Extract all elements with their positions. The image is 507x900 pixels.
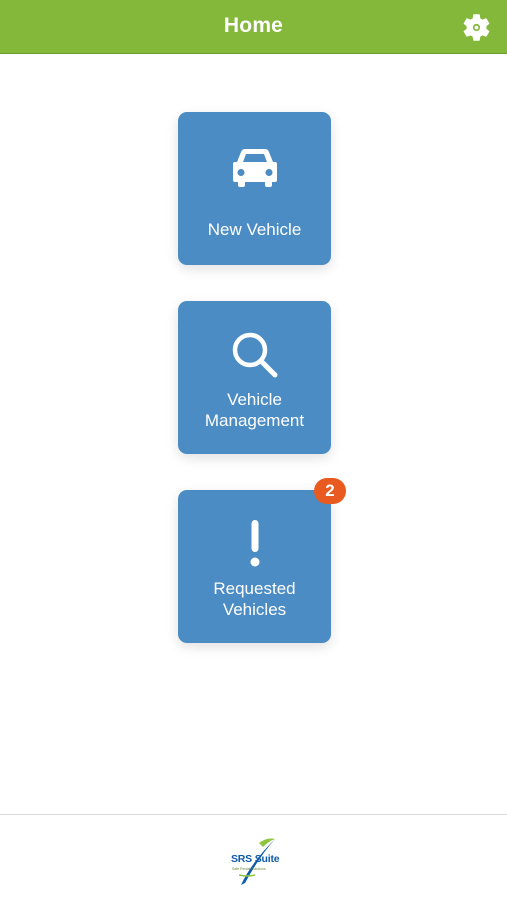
notification-badge: 2 bbox=[314, 478, 346, 504]
srs-suite-logo: SRS Suite Safe Rental Solutions bbox=[229, 835, 281, 887]
page-title: Home bbox=[223, 14, 284, 37]
search-icon bbox=[178, 330, 331, 380]
requested-vehicles-label: Requested Vehicles bbox=[213, 579, 296, 619]
home-menu: New Vehicle Vehicle Management Requested… bbox=[0, 54, 507, 814]
car-icon bbox=[178, 149, 331, 187]
gear-icon bbox=[463, 14, 490, 41]
logo-name: SRS Suite bbox=[231, 853, 280, 865]
settings-button[interactable] bbox=[460, 11, 493, 44]
exclamation-icon bbox=[178, 520, 331, 568]
logo-swoosh-icon bbox=[238, 838, 275, 885]
app-header: Home bbox=[0, 0, 507, 54]
requested-vehicles-button[interactable]: Requested Vehicles 2 bbox=[178, 478, 346, 643]
new-vehicle-button[interactable]: New Vehicle bbox=[178, 112, 331, 265]
footer: SRS Suite Safe Rental Solutions bbox=[0, 814, 507, 900]
logo-tagline: Safe Rental Solutions bbox=[232, 867, 266, 871]
vehicle-management-button[interactable]: Vehicle Management bbox=[178, 301, 331, 454]
new-vehicle-label: New Vehicle bbox=[207, 220, 302, 239]
vehicle-management-label: Vehicle Management bbox=[204, 390, 305, 430]
